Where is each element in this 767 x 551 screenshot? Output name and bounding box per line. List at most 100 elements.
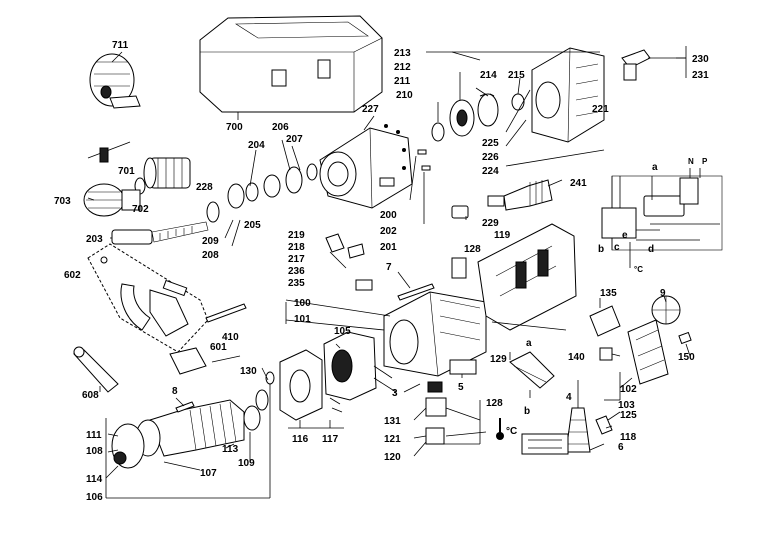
- label-235: 235: [288, 278, 305, 289]
- carry-case-700: [199, 15, 383, 113]
- brush-holder-group: [325, 233, 373, 291]
- label-118: 118: [620, 432, 637, 443]
- label-108: 108: [86, 446, 103, 457]
- label-121: 121: [384, 434, 401, 445]
- label-204: 204: [248, 140, 265, 151]
- chuck-key: [87, 141, 131, 163]
- label-131: 131: [384, 416, 401, 427]
- field-housing-100: [383, 291, 487, 377]
- label-128b: 128: [486, 398, 503, 409]
- label-224: 224: [482, 166, 499, 177]
- callout-b: b: [524, 406, 530, 417]
- trigger-switch-129: [509, 351, 555, 389]
- label-plate-5: [449, 359, 477, 375]
- label-700: 700: [226, 122, 243, 133]
- label-125: 125: [620, 410, 637, 421]
- keyed-chuck-703: [83, 183, 141, 217]
- label-213: 213: [394, 48, 411, 59]
- label-140: 140: [568, 352, 585, 363]
- label-210: 210: [396, 90, 413, 101]
- label-229: 229: [482, 218, 499, 229]
- label-201: 201: [380, 242, 397, 253]
- label-114: 114: [86, 474, 103, 485]
- label-212: 212: [394, 62, 411, 73]
- label-102: 102: [620, 384, 637, 395]
- keys-200-202: [417, 149, 431, 171]
- label-215: 215: [508, 70, 525, 81]
- callout-a: a: [526, 338, 532, 349]
- saw-blade-9: [651, 295, 681, 325]
- label-111: 111: [86, 430, 102, 441]
- label-116: 116: [292, 434, 309, 445]
- armature-113: [111, 399, 245, 469]
- auxiliary-handle-clamp-602: [87, 243, 209, 353]
- label-236: 236: [288, 266, 305, 277]
- wiring-letter-N: N: [688, 157, 694, 166]
- label-8: 8: [172, 386, 178, 397]
- label-101: 101: [294, 314, 311, 325]
- connector-118: [595, 415, 613, 435]
- temp-c-1: °C: [506, 426, 517, 437]
- label-105: 105: [334, 326, 351, 337]
- label-4: 4: [566, 392, 572, 403]
- label-200: 200: [380, 210, 397, 221]
- label-113: 113: [222, 444, 239, 455]
- label-100: 100: [294, 298, 311, 309]
- label-219: 219: [288, 230, 305, 241]
- grip-608: [73, 346, 119, 393]
- wiring-letter-e: e: [622, 230, 628, 241]
- switch-lever-230: [621, 49, 651, 81]
- handle-cover-102: [627, 319, 669, 385]
- label-109: 109: [238, 458, 255, 469]
- label-128a: 128: [464, 244, 481, 255]
- handle-601: [169, 347, 207, 375]
- field-coil-105: [323, 331, 397, 401]
- label-608: 608: [82, 390, 99, 401]
- scale-card: [521, 433, 569, 455]
- label-225: 225: [482, 138, 499, 149]
- label-702: 702: [132, 204, 149, 215]
- angle-attachment-711: [89, 53, 141, 109]
- label-202: 202: [380, 226, 397, 237]
- tapered-bit-6: [565, 380, 591, 453]
- pinion-shaft-241: [487, 179, 553, 211]
- label-9: 9: [660, 288, 666, 299]
- label-218: 218: [288, 242, 305, 253]
- label-701: 701: [118, 166, 135, 177]
- bearing-stack: [206, 163, 318, 223]
- label-106: 106: [86, 492, 103, 503]
- wiring-letter-a: a: [652, 162, 658, 173]
- label-129: 129: [490, 354, 507, 365]
- label-211: 211: [394, 76, 411, 87]
- label-221: 221: [592, 104, 609, 115]
- label-226: 226: [482, 152, 499, 163]
- gear-housing-227: [319, 124, 413, 209]
- label-214: 214: [480, 70, 497, 81]
- leader-lines: [87, 46, 691, 499]
- label-241: 241: [570, 178, 587, 189]
- terminal-128: [451, 257, 467, 279]
- label-203: 203: [86, 234, 103, 245]
- sleeve-229: [451, 205, 469, 219]
- label-107: 107: [200, 468, 217, 479]
- label-703: 703: [54, 196, 71, 207]
- label-206: 206: [272, 122, 289, 133]
- label-208: 208: [202, 250, 219, 261]
- label-207: 207: [286, 134, 303, 145]
- spindle-203: [111, 221, 209, 245]
- label-130: 130: [240, 366, 257, 377]
- screw-7: [397, 283, 435, 301]
- label-117: 117: [322, 434, 339, 445]
- label-120: 120: [384, 452, 401, 463]
- label-209: 209: [202, 236, 219, 247]
- label-103: 103: [618, 400, 635, 411]
- label-3: 3: [392, 388, 398, 399]
- wiring-diagram-box: [601, 168, 723, 268]
- label-410: 410: [222, 332, 239, 343]
- label-205: 205: [244, 220, 261, 231]
- label-711: 711: [112, 40, 129, 51]
- label-228: 228: [196, 182, 213, 193]
- label-231: 231: [692, 70, 709, 81]
- screw-8: [175, 401, 195, 413]
